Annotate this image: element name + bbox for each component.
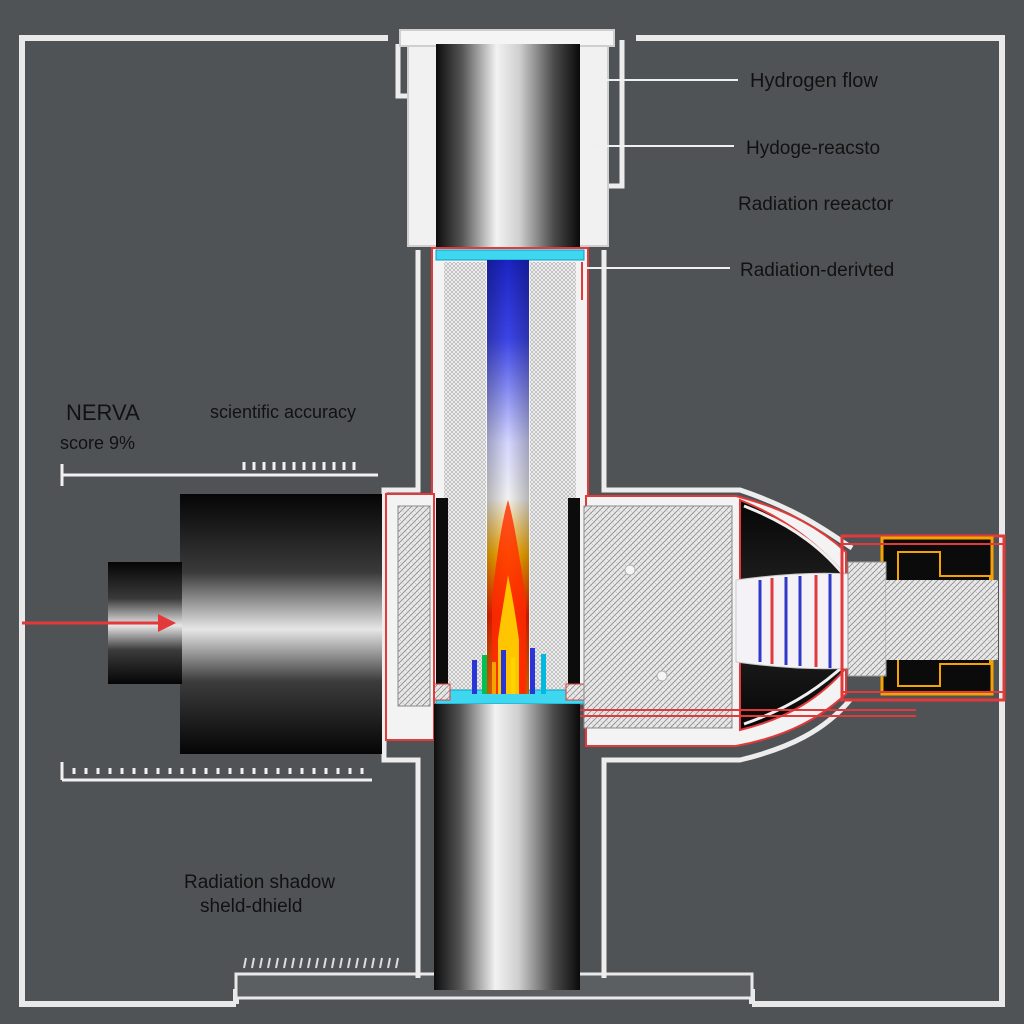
label-scientific-accuracy: scientific accuracy: [210, 402, 357, 422]
nozzle-throat: [735, 572, 851, 670]
lower-shield-cylinder: [434, 704, 580, 990]
top-cap-flange: [399, 29, 615, 47]
exhaust-mesh-core: [847, 561, 887, 677]
flow-arrow: [22, 614, 176, 632]
right-rod-cap: [565, 683, 585, 701]
reflector-bolt-2: [656, 670, 668, 682]
nozzle-rings: [758, 574, 832, 668]
exhaust-outlet-mesh: [886, 580, 998, 660]
fuel-rods: [472, 648, 546, 694]
right-control-rod: [568, 498, 580, 688]
nozzle-cone-rim: [743, 504, 850, 581]
label-shadow-shield-line2: sheld-dhield: [200, 896, 303, 917]
label-leader-lines: [580, 79, 738, 269]
label-shadow-shield-line1: Radiation shadow: [184, 872, 336, 893]
lower-reference-line: [60, 762, 372, 782]
label-score: score 9%: [60, 433, 136, 453]
label-radiation-reactor: Radiation reeactor: [738, 194, 894, 215]
label-radiation-derived: Radiation-derivted: [740, 260, 895, 281]
exhaust-outline-lines: [580, 543, 1004, 717]
exhaust-sleeve-outer: [840, 534, 1006, 702]
left-feed-cylinder: [180, 494, 382, 754]
arrow-right-icon: [158, 614, 176, 632]
upper-reference-line: [60, 462, 378, 486]
shadow-shield-hatching: [243, 957, 399, 969]
label-hydrogen-flow: Hydrogen flow: [750, 70, 878, 92]
label-nerva: NERVA: [66, 400, 140, 425]
right-reflector-mesh: [583, 505, 733, 729]
left-reflector-mesh: [397, 505, 431, 707]
reactor-column-mesh-left: [444, 262, 486, 696]
left-control-rod: [436, 498, 448, 688]
hydrogen-inlet-cylinder: [436, 44, 580, 248]
upper-cyan-seal: [435, 249, 585, 261]
reflector-bolt-1: [624, 564, 636, 576]
label-hydrogen-reactor: Hydoge-reacsto: [746, 138, 881, 159]
